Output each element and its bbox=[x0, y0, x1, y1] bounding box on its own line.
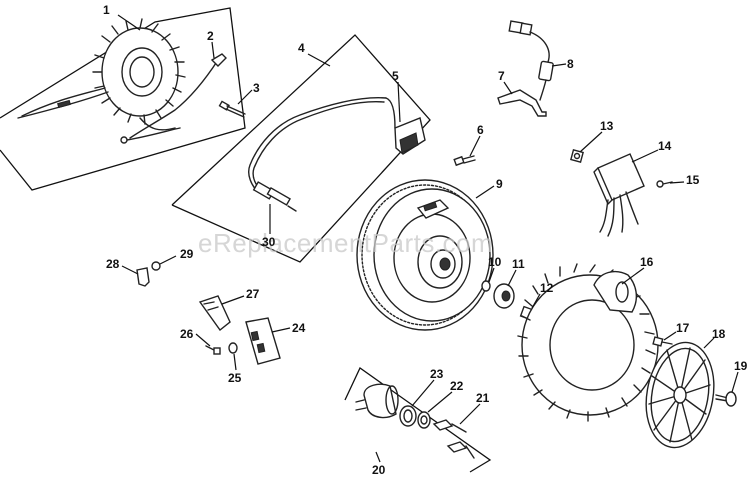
key-switch-part bbox=[355, 383, 399, 419]
connector-harness-part bbox=[508, 20, 554, 101]
callout-21: 21 bbox=[476, 391, 490, 405]
callout-6: 6 bbox=[477, 123, 484, 137]
nut-29-part bbox=[151, 261, 161, 271]
fan-hub-part bbox=[493, 283, 515, 309]
spark-plug-part bbox=[252, 181, 297, 212]
screw-26-part bbox=[205, 345, 221, 355]
callout-23: 23 bbox=[430, 367, 444, 381]
ground-lead-part bbox=[129, 53, 227, 139]
callout-14: 14 bbox=[658, 139, 672, 153]
washer-10-part bbox=[481, 280, 491, 292]
screw-3-part bbox=[218, 100, 246, 118]
screw-19-part bbox=[715, 391, 737, 407]
callout-7: 7 bbox=[498, 69, 505, 83]
stator-part bbox=[17, 18, 186, 144]
nut-13-part bbox=[570, 149, 584, 163]
plate-24-part bbox=[245, 317, 281, 365]
callout-19: 19 bbox=[734, 359, 748, 373]
callout-15: 15 bbox=[686, 173, 700, 187]
callout-11: 11 bbox=[512, 257, 525, 271]
rectifier-regulator-part bbox=[593, 153, 645, 237]
callout-22: 22 bbox=[450, 379, 464, 393]
callout-25: 25 bbox=[228, 371, 242, 385]
callout-16: 16 bbox=[640, 255, 654, 269]
callout-24: 24 bbox=[292, 321, 306, 335]
callout-20: 20 bbox=[372, 463, 386, 477]
washer-25-part bbox=[228, 342, 238, 354]
screw-15-part bbox=[656, 180, 673, 188]
callout-18: 18 bbox=[712, 327, 726, 341]
watermark-text: eReplacementParts.com bbox=[198, 228, 493, 258]
callout-3: 3 bbox=[253, 81, 260, 95]
ignition-module-part bbox=[385, 97, 426, 155]
blower-fan-part bbox=[517, 263, 659, 422]
group-frame-4 bbox=[171, 34, 431, 263]
callout-10: 10 bbox=[488, 255, 502, 269]
clip-28-part bbox=[136, 267, 150, 287]
screw-6-part bbox=[453, 155, 476, 167]
callout-8: 8 bbox=[567, 57, 574, 71]
callout-13: 13 bbox=[600, 119, 614, 133]
keys-part bbox=[432, 419, 475, 459]
clip-27-part bbox=[198, 295, 231, 332]
callout-28: 28 bbox=[106, 257, 120, 271]
callout-26: 26 bbox=[180, 327, 194, 341]
callout-9: 9 bbox=[496, 177, 503, 191]
screw-17-part bbox=[652, 336, 673, 347]
bracket-7-part bbox=[497, 89, 547, 117]
flywheel-part bbox=[356, 179, 494, 331]
callout-29: 29 bbox=[180, 247, 194, 261]
washer-22-part bbox=[417, 411, 431, 429]
nut-ring-23-part bbox=[399, 405, 417, 427]
callout-4: 4 bbox=[298, 41, 305, 55]
spark-plug-lead-part bbox=[248, 96, 387, 193]
callout-30: 30 bbox=[262, 235, 276, 249]
leader-lines bbox=[117, 14, 739, 463]
callout-1: 1 bbox=[103, 3, 110, 17]
callout-27: 27 bbox=[246, 287, 260, 301]
callout-12: 12 bbox=[540, 281, 554, 295]
callout-5: 5 bbox=[392, 69, 399, 83]
callout-17: 17 bbox=[676, 321, 690, 335]
callout-numbers: 1 2 3 4 5 6 7 8 9 10 11 12 13 14 15 16 1… bbox=[103, 3, 748, 477]
callout-2: 2 bbox=[207, 29, 214, 43]
grass-screen-part bbox=[645, 341, 715, 449]
